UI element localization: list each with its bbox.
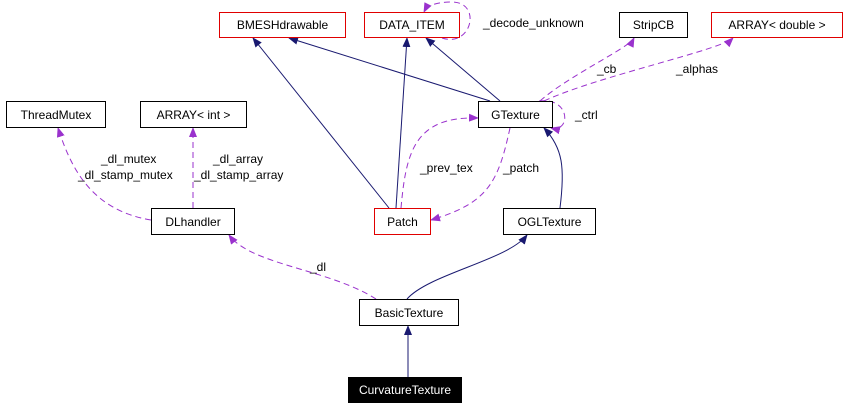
edge-gtexture-data-item: [425, 37, 501, 102]
edge-label-dl-stamp-array: _dl_stamp_array: [194, 168, 284, 182]
node-curvaturetexture[interactable]: CurvatureTexture: [348, 377, 462, 403]
node-array-int[interactable]: ARRAY< int >: [140, 101, 247, 128]
node-gtexture[interactable]: GTexture: [478, 101, 553, 128]
edge-label-dl-mutex: _dl_mutex: [101, 152, 157, 166]
node-bmeshdrawable[interactable]: BMESHdrawable: [219, 12, 346, 38]
edge-gtexture-stripcb: [539, 37, 635, 102]
edge-gtexture-patch: [430, 127, 511, 222]
edge-gtexture-ctrl: [538, 100, 566, 135]
node-basictexture[interactable]: BasicTexture: [359, 299, 459, 326]
edge-label-decode-unknown: _decode_unknown: [483, 16, 584, 30]
edge-gtexture-array-double: [543, 37, 734, 102]
node-ogltexture[interactable]: OGLTexture: [503, 208, 596, 235]
edge-basictexture-ogltexture: [406, 234, 528, 300]
edge-basictexture-dlhandler: [228, 234, 377, 300]
edge-ogltexture-gtexture: [543, 127, 563, 209]
node-dlhandler[interactable]: DLhandler: [151, 208, 235, 235]
edge-dlhandler-threadmutex: [56, 127, 152, 221]
edge-patch-bmeshdrawable: [252, 37, 390, 209]
edge-label-alphas: _alphas: [676, 62, 719, 76]
edge-gtexture-bmeshdrawable: [288, 36, 491, 102]
edge-label-cb: _cb: [597, 62, 617, 76]
edge-label-patch: _patch: [503, 161, 540, 175]
edge-patch-data-item: [395, 37, 411, 209]
node-threadmutex[interactable]: ThreadMutex: [6, 101, 106, 128]
node-patch[interactable]: Patch: [374, 208, 431, 235]
node-stripcb[interactable]: StripCB: [619, 12, 688, 38]
node-data-item[interactable]: DATA_ITEM: [364, 12, 460, 38]
edge-label-dl: _dl: [310, 260, 327, 274]
edge-data-item-decode-unknown: [423, 1, 471, 40]
edge-label-prev-tex: _prev_tex: [420, 161, 473, 175]
edge-label-ctrl: _ctrl: [575, 108, 598, 122]
node-array-double[interactable]: ARRAY< double >: [711, 12, 843, 38]
edge-label-dl-array: _dl_array: [213, 152, 264, 166]
edge-label-dl-stamp-mutex: _dl_stamp_mutex: [78, 168, 173, 182]
